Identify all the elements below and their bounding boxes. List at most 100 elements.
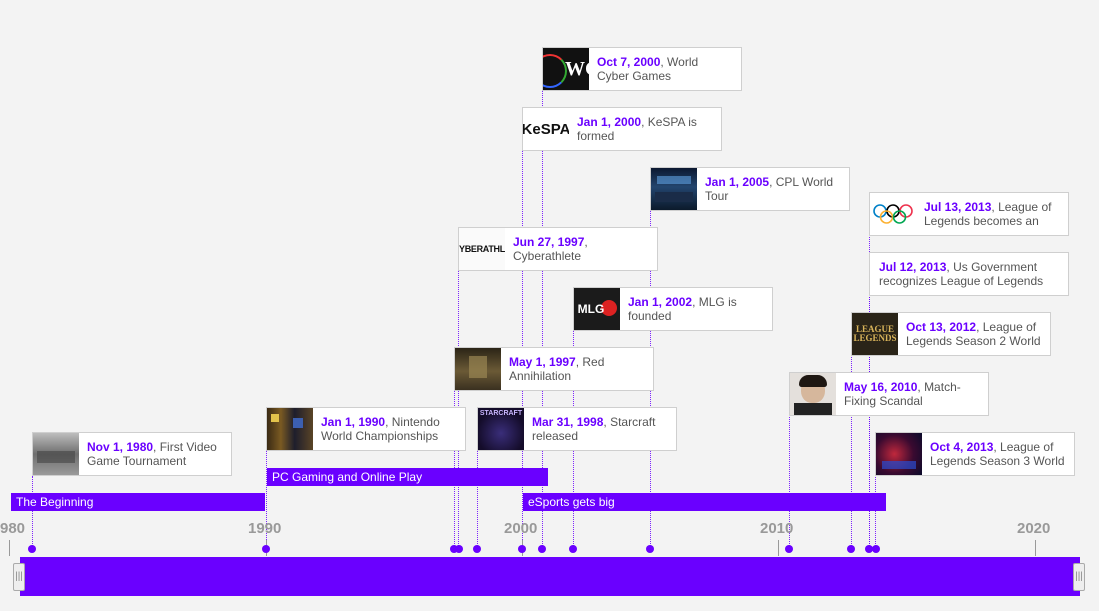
stem	[32, 476, 33, 548]
event-marker[interactable]	[847, 545, 855, 553]
era-band[interactable]: The Beginning	[11, 493, 265, 511]
timeline-range-slider[interactable]	[20, 557, 1080, 596]
axis-tick	[1035, 540, 1036, 556]
event-title: League of Legends becomes an	[924, 200, 1052, 228]
event-title: Starcraft released	[532, 415, 656, 443]
event-text: Oct 13, 2012, League of Legends Season 2…	[906, 320, 1041, 348]
event-marker[interactable]	[450, 545, 458, 553]
stem	[542, 90, 543, 548]
event-date: May 16, 2010	[844, 380, 918, 394]
event-thumbnail: MLG	[574, 288, 620, 330]
event-text: Nov 1, 1980, First Video Game Tournament	[87, 440, 217, 468]
event-card[interactable]: Nov 1, 1980, First Video Game Tournament	[32, 432, 232, 476]
event-title: Us Government recognizes League of Legen…	[879, 260, 1044, 288]
era-label: PC Gaming and Online Play	[272, 470, 423, 484]
event-text: Oct 7, 2000, World Cyber Games	[597, 55, 699, 83]
event-date: May 1, 1997	[509, 355, 576, 369]
event-date: Oct 13, 2012	[906, 320, 977, 334]
event-thumbnail	[455, 348, 501, 390]
event-title: KeSPA is formed	[577, 115, 697, 143]
event-marker[interactable]	[28, 545, 36, 553]
event-title: Cyberathlete	[513, 249, 582, 263]
event-marker[interactable]	[872, 545, 880, 553]
event-marker[interactable]	[518, 545, 526, 553]
slider-right-handle[interactable]: |||	[1073, 563, 1085, 591]
event-date: Nov 1, 1980	[87, 440, 154, 454]
event-text: Oct 4, 2013, League of Legends Season 3 …	[930, 440, 1065, 468]
slider-left-handle[interactable]: |||	[13, 563, 25, 591]
stem	[875, 475, 876, 548]
event-title: MLG is founded	[628, 295, 737, 323]
event-marker[interactable]	[646, 545, 654, 553]
event-date: Jul 13, 2013	[924, 200, 992, 214]
era-label: The Beginning	[16, 495, 94, 509]
event-thumbnail: KeSPA	[523, 108, 569, 150]
event-title: Red Annihilation	[509, 355, 605, 383]
event-card[interactable]: Jan 1, 1990, Nintendo World Championship…	[266, 407, 466, 451]
event-card[interactable]: Jul 12, 2013, Us Government recognizes L…	[869, 252, 1069, 296]
axis-label: 2020	[1017, 520, 1051, 537]
event-text: Jan 1, 2000, KeSPA is formed	[577, 115, 697, 143]
event-marker[interactable]	[785, 545, 793, 553]
event-card[interactable]: May 1, 1997, Red Annihilation	[454, 347, 654, 391]
event-card[interactable]: Jul 13, 2013, League of Legends becomes …	[869, 192, 1069, 236]
era-band[interactable]: eSports gets big	[523, 493, 886, 511]
event-title: Nintendo World Championships	[321, 415, 440, 443]
event-date: Oct 4, 2013	[930, 440, 994, 454]
event-thumbnail	[651, 168, 697, 210]
stem	[266, 450, 267, 548]
event-date: Jun 27, 1997	[513, 235, 585, 249]
event-card[interactable]: KeSPA Jan 1, 2000, KeSPA is formed	[522, 107, 722, 151]
event-date: Jul 12, 2013	[879, 260, 947, 274]
event-thumbnail	[790, 373, 836, 415]
event-card[interactable]: Oct 4, 2013, League of Legends Season 3 …	[875, 432, 1075, 476]
event-text: Jul 13, 2013, League of Legends becomes …	[924, 200, 1052, 228]
event-thumbnail	[267, 408, 313, 450]
event-card[interactable]: WC Oct 7, 2000, World Cyber Games	[542, 47, 742, 91]
axis-label: 980	[0, 520, 26, 537]
event-date: Mar 31, 1998	[532, 415, 604, 429]
event-marker[interactable]	[473, 545, 481, 553]
event-date: Jan 1, 2002	[628, 295, 693, 309]
event-title: CPL World Tour	[705, 175, 834, 203]
event-title: League of Legends Season 2 World	[906, 320, 1041, 348]
event-card[interactable]: MLG Jan 1, 2002, MLG is founded	[573, 287, 773, 331]
olympic-rings-icon	[870, 193, 916, 235]
event-card[interactable]: Jan 1, 2005, CPL World Tour	[650, 167, 850, 211]
stem	[869, 295, 870, 548]
event-text: Jan 1, 2002, MLG is founded	[628, 295, 737, 323]
event-title: League of Legends Season 3 World	[930, 440, 1065, 468]
axis-label: 1990	[248, 520, 282, 537]
event-title: World Cyber Games	[597, 55, 699, 83]
stem	[851, 355, 852, 548]
event-text: Jul 12, 2013, Us Government recognizes L…	[879, 260, 1044, 288]
event-thumbnail	[33, 433, 79, 475]
event-marker[interactable]	[865, 545, 873, 553]
event-title: Match-Fixing Scandal	[844, 380, 961, 408]
event-text: May 1, 1997, Red Annihilation	[509, 355, 605, 383]
event-thumbnail: LEAGUE LEGENDS	[852, 313, 898, 355]
event-thumbnail: STARCRAFT	[478, 408, 524, 450]
event-marker[interactable]	[569, 545, 577, 553]
event-thumbnail: WC	[543, 48, 589, 90]
event-card[interactable]: STARCRAFT Mar 31, 1998, Starcraft releas…	[477, 407, 677, 451]
event-title: First Video Game Tournament	[87, 440, 217, 468]
event-card[interactable]: May 16, 2010, Match-Fixing Scandal	[789, 372, 989, 416]
stem	[477, 450, 478, 548]
axis-label: 2010	[760, 520, 794, 537]
event-marker[interactable]	[455, 545, 463, 553]
event-text: Mar 31, 1998, Starcraft released	[532, 415, 656, 443]
event-date: Jan 1, 2000	[577, 115, 642, 129]
event-card[interactable]: YBERATHLE Jun 27, 1997, Cyberathlete	[458, 227, 658, 271]
event-marker[interactable]	[538, 545, 546, 553]
event-text: Jan 1, 2005, CPL World Tour	[705, 175, 834, 203]
era-band[interactable]: PC Gaming and Online Play	[267, 468, 548, 486]
event-date: Jan 1, 2005	[705, 175, 770, 189]
event-card[interactable]: LEAGUE LEGENDS Oct 13, 2012, League of L…	[851, 312, 1051, 356]
stem	[789, 415, 790, 548]
event-text: Jan 1, 1990, Nintendo World Championship…	[321, 415, 440, 443]
event-text: May 16, 2010, Match-Fixing Scandal	[844, 380, 961, 408]
event-date: Jan 1, 1990	[321, 415, 386, 429]
axis-label: 2000	[504, 520, 538, 537]
event-marker[interactable]	[262, 545, 270, 553]
